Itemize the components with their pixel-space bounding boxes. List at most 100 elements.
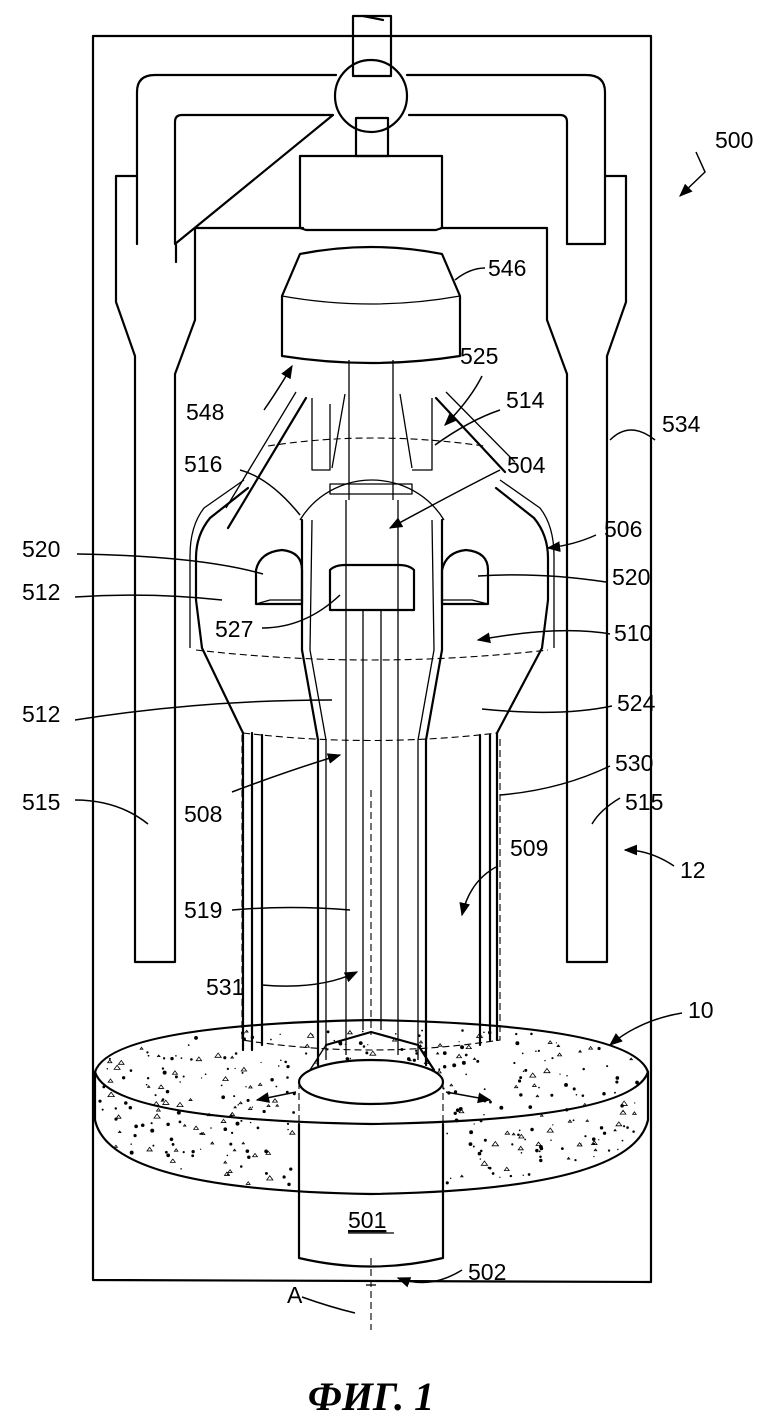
disk-speckle	[630, 1058, 632, 1060]
disk-speckle	[210, 1127, 212, 1129]
disk-speckle	[134, 1125, 138, 1129]
disk-speckle	[200, 1149, 201, 1150]
disk-speckle	[608, 1149, 610, 1151]
disk-speckle	[305, 1044, 309, 1047]
disk-speckle	[350, 1058, 351, 1059]
disk-speckle	[241, 1031, 245, 1035]
label-12: 12	[680, 857, 706, 883]
disk-speckle	[489, 1167, 492, 1170]
label-a: A	[287, 1282, 303, 1308]
disk-speckle	[194, 1036, 198, 1040]
disk-speckle	[327, 1049, 329, 1051]
disk-speckle	[130, 1143, 132, 1145]
disk-speckle	[515, 1085, 518, 1087]
disk-speckle	[456, 1108, 460, 1112]
disk-speckle	[530, 1033, 533, 1036]
disk-speckle	[536, 1095, 538, 1097]
disk-speckle	[223, 1127, 227, 1131]
disk-speckle	[133, 1134, 136, 1137]
disk-speckle	[201, 1132, 203, 1134]
disk-speckle	[107, 1068, 109, 1070]
disk-speckle	[140, 1047, 143, 1049]
drive-motor	[282, 247, 460, 363]
disk-speckle	[234, 1068, 235, 1069]
disk-speckle	[114, 1065, 120, 1069]
disk-speckle	[488, 1031, 491, 1034]
disk-speckle	[418, 1034, 421, 1037]
disk-speckle	[152, 1145, 154, 1147]
label-548: 548	[186, 399, 224, 425]
disk-speckle	[162, 1098, 165, 1101]
disk-speckle	[98, 1100, 101, 1103]
disk-speckle	[180, 1168, 182, 1170]
disk-speckle	[443, 1051, 447, 1055]
disk-speckle	[177, 1102, 183, 1106]
disk-speckle	[617, 1149, 618, 1150]
disk-speckle	[339, 1042, 343, 1046]
disk-speckle	[450, 1084, 453, 1086]
disk-speckle	[614, 1092, 616, 1094]
disk-speckle	[122, 1076, 125, 1079]
disk-speckle	[524, 1069, 527, 1072]
disk-speckle	[598, 1139, 599, 1140]
disk-speckle	[550, 1140, 551, 1141]
disk-speckle	[181, 1057, 183, 1059]
disk-speckle	[528, 1173, 531, 1176]
label-516: 516	[184, 451, 222, 477]
disk-speckle	[633, 1112, 637, 1114]
disk-speckle	[275, 1086, 277, 1088]
disk-speckle	[602, 1092, 606, 1096]
label-527: 527	[215, 616, 253, 642]
disk-speckle	[458, 1041, 459, 1042]
disk-speckle	[474, 1123, 475, 1124]
disk-speckle	[234, 1106, 236, 1108]
disk-speckle	[513, 1062, 515, 1064]
disk-speckle	[632, 1130, 635, 1133]
disk-speckle	[286, 1076, 289, 1079]
disk-speckle	[264, 1149, 268, 1153]
supply-pipe	[137, 75, 605, 244]
disk-speckle	[230, 1114, 233, 1117]
disk-speckle	[539, 1159, 542, 1162]
disk-speckle	[163, 1100, 169, 1104]
disk-speckle	[538, 1050, 540, 1052]
disk-speckle	[557, 1045, 560, 1047]
disk-speckle	[221, 1119, 226, 1122]
disk-speckle	[188, 1044, 190, 1046]
disk-speckle	[147, 1077, 149, 1079]
label-509: 509	[510, 835, 548, 861]
disk-speckle	[582, 1094, 585, 1097]
disk-speckle	[191, 1154, 194, 1157]
label-520-left: 520	[22, 536, 60, 562]
disk-speckle	[523, 1175, 524, 1176]
disk-speckle	[517, 1134, 520, 1137]
disk-speckle	[165, 1151, 168, 1154]
disk-speckle	[276, 1105, 278, 1107]
upper-hub	[300, 156, 442, 230]
disk-speckle	[566, 1075, 568, 1077]
disk-speckle	[292, 1111, 295, 1114]
disk-speckle	[247, 1156, 250, 1159]
disk-speckle	[523, 1071, 524, 1072]
disk-speckle	[584, 1135, 586, 1137]
vanes-514	[312, 394, 432, 470]
disk-speckle	[505, 1131, 509, 1134]
disk-speckle	[257, 1127, 260, 1130]
disk-speckle	[515, 1041, 519, 1045]
label-515-left: 515	[22, 789, 60, 815]
disk-speckle	[589, 1047, 593, 1050]
disk-speckle	[615, 1080, 618, 1083]
disk-speckle	[583, 1103, 587, 1105]
disk-speckle	[263, 1110, 266, 1113]
disk-speckle	[240, 1165, 243, 1168]
disk-speckle	[141, 1123, 145, 1127]
disk-speckle	[484, 1139, 487, 1142]
disk-speckle	[191, 1150, 194, 1153]
disk-speckle	[582, 1068, 584, 1070]
nozzle-left	[256, 550, 302, 604]
label-546: 546	[488, 255, 526, 281]
disk-speckle	[359, 1041, 363, 1045]
disk-speckle	[166, 1153, 170, 1157]
disk-speckle	[544, 1060, 545, 1061]
disk-speckle	[419, 1041, 422, 1043]
